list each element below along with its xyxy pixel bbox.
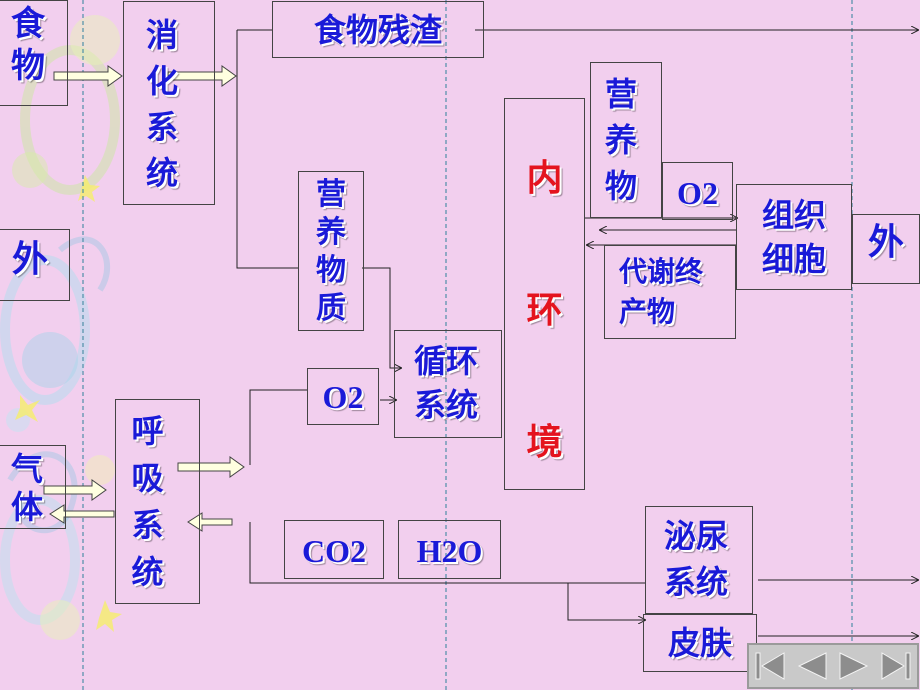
gas-box: 气体 xyxy=(0,445,66,529)
previous-page-button[interactable] xyxy=(792,647,832,685)
first-page-icon xyxy=(755,652,785,680)
next-page-button[interactable] xyxy=(834,647,874,685)
nutrients-right-box: 营养物 xyxy=(590,62,662,218)
co2-box: CO2 xyxy=(284,520,384,579)
last-page-button[interactable] xyxy=(876,647,916,685)
skin-box: 皮肤 xyxy=(643,614,757,672)
previous-page-icon xyxy=(797,652,827,680)
metabolic-waste-box: 代谢终产物 xyxy=(604,245,736,339)
o2-box-right: O2 xyxy=(662,162,733,220)
last-page-icon xyxy=(881,652,911,680)
outside-left-box: 外 xyxy=(0,229,70,301)
food-residue-box: 食物残渣 xyxy=(272,1,484,58)
digestive-system-box: 消化系统 xyxy=(123,1,215,205)
internal-environment-box: 内环境 xyxy=(504,98,585,490)
food-box: 食物 xyxy=(0,0,68,106)
outside-right-box: 外 xyxy=(852,214,920,284)
tissue-cells-box: 组织细胞 xyxy=(736,184,852,290)
nutrients-box: 营养物质 xyxy=(298,171,364,331)
next-page-icon xyxy=(839,652,869,680)
respiratory-system-box: 呼吸系统 xyxy=(115,399,200,604)
o2-box-left: O2 xyxy=(307,368,379,425)
h2o-box: H2O xyxy=(398,520,501,579)
circulatory-system-box: 循环系统 xyxy=(394,330,502,438)
first-page-button[interactable] xyxy=(750,647,790,685)
urinary-system-box: 泌尿系统 xyxy=(645,506,753,614)
slide-navigation xyxy=(747,643,919,689)
